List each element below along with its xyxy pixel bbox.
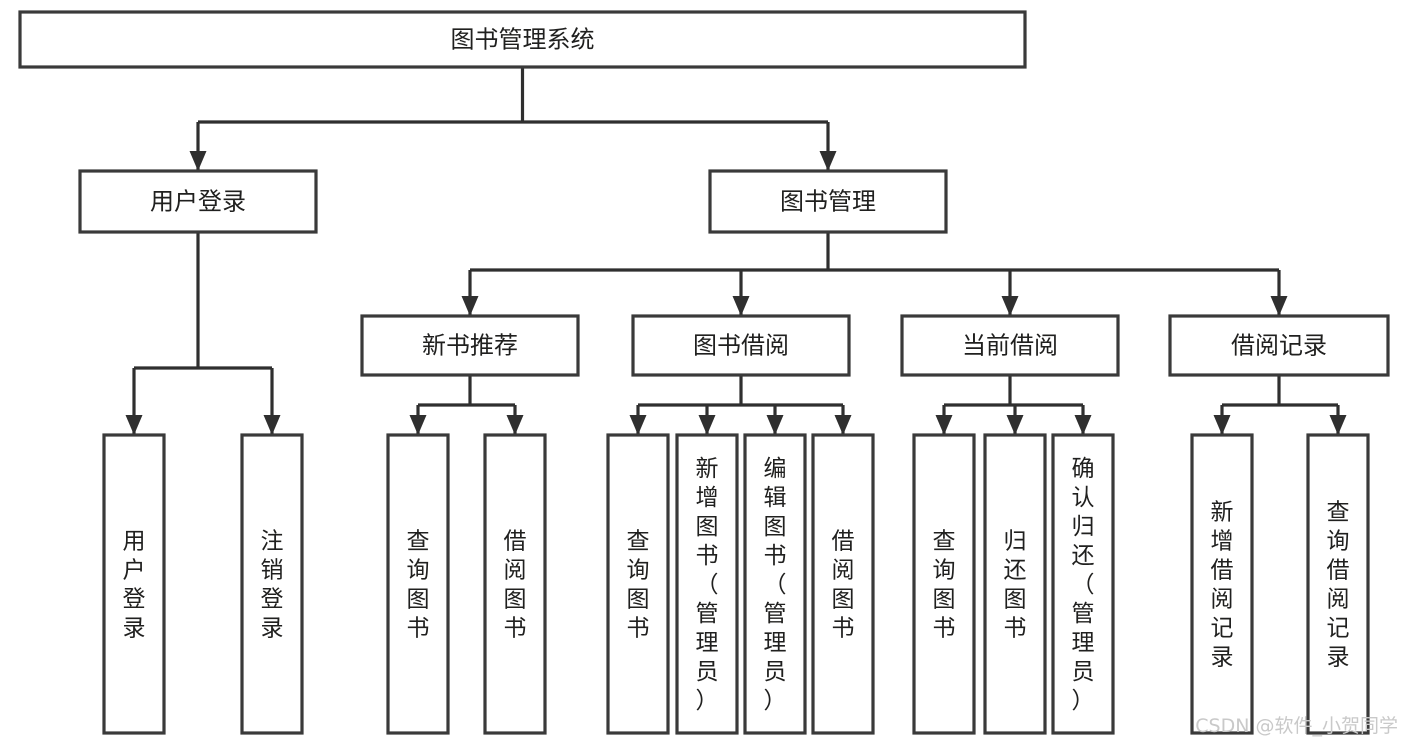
node-leaf-query-book-cur[interactable]: 查询图书 (912, 433, 976, 735)
node-label-leaf-add-record: 新增借阅记录 (1211, 500, 1234, 671)
node-label-leaf-user-login: 用户登录 (123, 529, 146, 642)
arrow-head-icon-l3-new-book-rec-0 (409, 415, 427, 435)
arrow-head-icon-l3-book-borrow-0 (629, 415, 647, 435)
node-box-leaf-query-book-rec (386, 433, 450, 735)
node-label-leaf-query-record: 查询借阅记录 (1327, 500, 1350, 671)
node-leaf-query-book-rec[interactable]: 查询图书 (386, 433, 450, 735)
node-box-new-book-rec (360, 314, 580, 377)
node-label-book-manage: 图书管理 (780, 188, 876, 216)
node-leaf-confirm-return[interactable]: 确认归还（管理员） (1051, 433, 1115, 735)
arrow-head-icon-l3-borrow-record-1 (1329, 415, 1347, 435)
arrow-head-icon-l3-current-borrow-0 (935, 415, 953, 435)
node-leaf-query-book-borrow[interactable]: 查询图书 (606, 433, 670, 735)
node-user-login[interactable]: 用户登录 (78, 169, 318, 234)
arrow-head-icon-bookmanage-3 (1270, 296, 1288, 316)
arrow-head-icon-l3-book-borrow-2 (766, 415, 784, 435)
arrow-head-icon-l3-current-borrow-1 (1006, 415, 1024, 435)
node-box-leaf-query-book-borrow (606, 433, 670, 735)
arrow-head-icon-l3-new-book-rec-1 (506, 415, 524, 435)
node-leaf-borrow-book-rec[interactable]: 借阅图书 (483, 433, 547, 735)
node-label-leaf-query-book-rec: 查询图书 (407, 529, 430, 642)
node-label-leaf-confirm-return: 确认归还（管理员） (1072, 456, 1095, 714)
arrow-head-icon-userlogin-1 (263, 415, 281, 435)
node-new-book-rec[interactable]: 新书推荐 (360, 314, 580, 377)
arrow-head-icon-l3-borrow-record-0 (1213, 415, 1231, 435)
node-box-leaf-query-record (1306, 433, 1370, 735)
node-label-leaf-query-book-borrow: 查询图书 (627, 529, 650, 642)
node-layer: 图书管理系统用户登录图书管理新书推荐图书借阅当前借阅借阅记录用户登录注销登录查询… (18, 10, 1390, 735)
node-label-leaf-query-book-cur: 查询图书 (933, 529, 956, 642)
node-leaf-borrow-book[interactable]: 借阅图书 (811, 433, 875, 735)
node-label-root: 图书管理系统 (451, 26, 595, 54)
node-borrow-record[interactable]: 借阅记录 (1168, 314, 1390, 377)
node-box-leaf-user-login (102, 433, 166, 735)
arrow-head-icon-root-0 (189, 151, 207, 171)
node-box-user-login (78, 169, 318, 234)
node-leaf-return-book[interactable]: 归还图书 (983, 433, 1047, 735)
node-leaf-query-record[interactable]: 查询借阅记录 (1306, 433, 1370, 735)
arrow-head-icon-bookmanage-1 (732, 296, 750, 316)
node-root[interactable]: 图书管理系统 (18, 10, 1027, 69)
arrow-head-icon-bookmanage-0 (461, 296, 479, 316)
node-label-leaf-user-logout: 注销登录 (261, 529, 284, 642)
node-book-borrow[interactable]: 图书借阅 (631, 314, 851, 377)
arrow-head-icon-userlogin-0 (125, 415, 143, 435)
node-box-book-borrow (631, 314, 851, 377)
node-box-leaf-query-book-cur (912, 433, 976, 735)
arrow-head-icon-l3-book-borrow-1 (698, 415, 716, 435)
node-current-borrow[interactable]: 当前借阅 (900, 314, 1120, 377)
node-box-current-borrow (900, 314, 1120, 377)
node-box-book-manage (708, 169, 948, 234)
node-leaf-user-logout[interactable]: 注销登录 (240, 433, 304, 735)
node-box-leaf-borrow-book (811, 433, 875, 735)
csdn-watermark: CSDN @软件_小贺同学 (1195, 715, 1398, 737)
node-label-leaf-borrow-book-rec: 借阅图书 (504, 529, 527, 642)
arrow-head-icon-bookmanage-2 (1001, 296, 1019, 316)
node-label-borrow-record: 借阅记录 (1231, 332, 1327, 360)
node-box-leaf-user-logout (240, 433, 304, 735)
node-label-leaf-add-book: 新增图书（管理员） (696, 456, 719, 714)
node-book-manage[interactable]: 图书管理 (708, 169, 948, 234)
node-label-current-borrow: 当前借阅 (962, 332, 1058, 360)
node-label-leaf-edit-book: 编辑图书（管理员） (764, 456, 787, 714)
connector-layer (125, 67, 1347, 435)
node-box-leaf-edit-book (743, 433, 807, 735)
node-label-leaf-borrow-book: 借阅图书 (832, 529, 855, 642)
node-leaf-user-login[interactable]: 用户登录 (102, 433, 166, 735)
node-label-leaf-return-book: 归还图书 (1004, 529, 1027, 642)
node-box-leaf-return-book (983, 433, 1047, 735)
node-box-leaf-borrow-book-rec (483, 433, 547, 735)
node-label-book-borrow: 图书借阅 (693, 332, 789, 360)
node-box-leaf-confirm-return (1051, 433, 1115, 735)
node-box-leaf-add-book (675, 433, 739, 735)
arrow-head-icon-l3-current-borrow-2 (1074, 415, 1092, 435)
node-box-borrow-record (1168, 314, 1390, 377)
node-label-user-login: 用户登录 (150, 188, 246, 216)
node-label-new-book-rec: 新书推荐 (422, 332, 518, 360)
node-box-root (18, 10, 1027, 69)
node-leaf-edit-book[interactable]: 编辑图书（管理员） (743, 433, 807, 735)
node-box-leaf-add-record (1190, 433, 1254, 735)
node-leaf-add-book[interactable]: 新增图书（管理员） (675, 433, 739, 735)
arrow-head-icon-l3-book-borrow-3 (834, 415, 852, 435)
node-leaf-add-record[interactable]: 新增借阅记录 (1190, 433, 1254, 735)
arrow-head-icon-root-1 (819, 151, 837, 171)
